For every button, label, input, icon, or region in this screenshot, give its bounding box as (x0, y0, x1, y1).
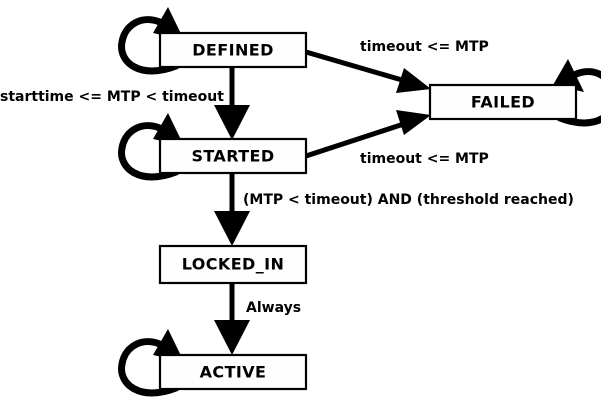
state-box-active[interactable] (158, 353, 308, 391)
edge-started-to-locked-in (214, 173, 250, 246)
state-label-defined: DEFINED (192, 41, 274, 60)
active-self-loop-path (118, 338, 180, 397)
self-loop-started (118, 113, 184, 181)
state-box-failed[interactable] (428, 83, 578, 121)
edge-defined-to-started (214, 67, 250, 140)
self-loop-failed (553, 59, 601, 127)
state-node-started[interactable]: STARTED (158, 137, 308, 175)
edge-locked-in-to-active (214, 283, 250, 355)
state-node-defined[interactable]: DEFINED (158, 31, 308, 69)
self-loop-active (118, 329, 184, 397)
state-node-active[interactable]: ACTIVE (158, 353, 308, 391)
locked-in-to-active-arrowhead (214, 320, 250, 355)
edge-defined-to-failed (305, 49, 431, 93)
failed-self-loop-path (556, 68, 601, 127)
state-label-locked-in: LOCKED_IN (182, 255, 285, 274)
state-node-failed[interactable]: FAILED (428, 83, 578, 121)
started-self-loop-path (118, 122, 180, 181)
defined-self-loop-path (118, 16, 180, 75)
state-box-started[interactable] (158, 137, 308, 175)
state-box-locked-in[interactable] (158, 244, 308, 285)
started-self-loop-arrowhead (153, 113, 184, 146)
started-to-failed-line (305, 116, 420, 159)
edge-label-locked-in-to-active: Always (246, 300, 301, 316)
defined-self-loop-arrowhead (153, 7, 184, 40)
edge-label-defined-to-started: starttime <= MTP < timeout (0, 89, 224, 105)
started-to-failed-arrowhead (396, 110, 431, 135)
active-self-loop-arrowhead (153, 329, 184, 362)
edge-label-defined-to-failed: timeout <= MTP (360, 39, 489, 55)
started-to-locked-in-arrowhead (214, 211, 250, 246)
failed-self-loop-arrowhead (553, 59, 584, 92)
state-label-failed: FAILED (471, 93, 535, 112)
edge-label-started-to-locked-in: (MTP < timeout) AND (threshold reached) (243, 192, 574, 208)
edge-label-started-to-failed: timeout <= MTP (360, 151, 489, 167)
defined-to-failed-line (305, 49, 420, 88)
edge-started-to-failed (305, 110, 431, 159)
state-label-started: STARTED (191, 147, 274, 166)
defined-to-failed-arrowhead (396, 68, 431, 93)
defined-to-started-arrowhead (214, 105, 250, 140)
state-node-locked-in[interactable]: LOCKED_IN (158, 244, 308, 285)
state-label-active: ACTIVE (200, 363, 267, 382)
self-loop-defined (118, 7, 184, 75)
state-box-defined[interactable] (158, 31, 308, 69)
